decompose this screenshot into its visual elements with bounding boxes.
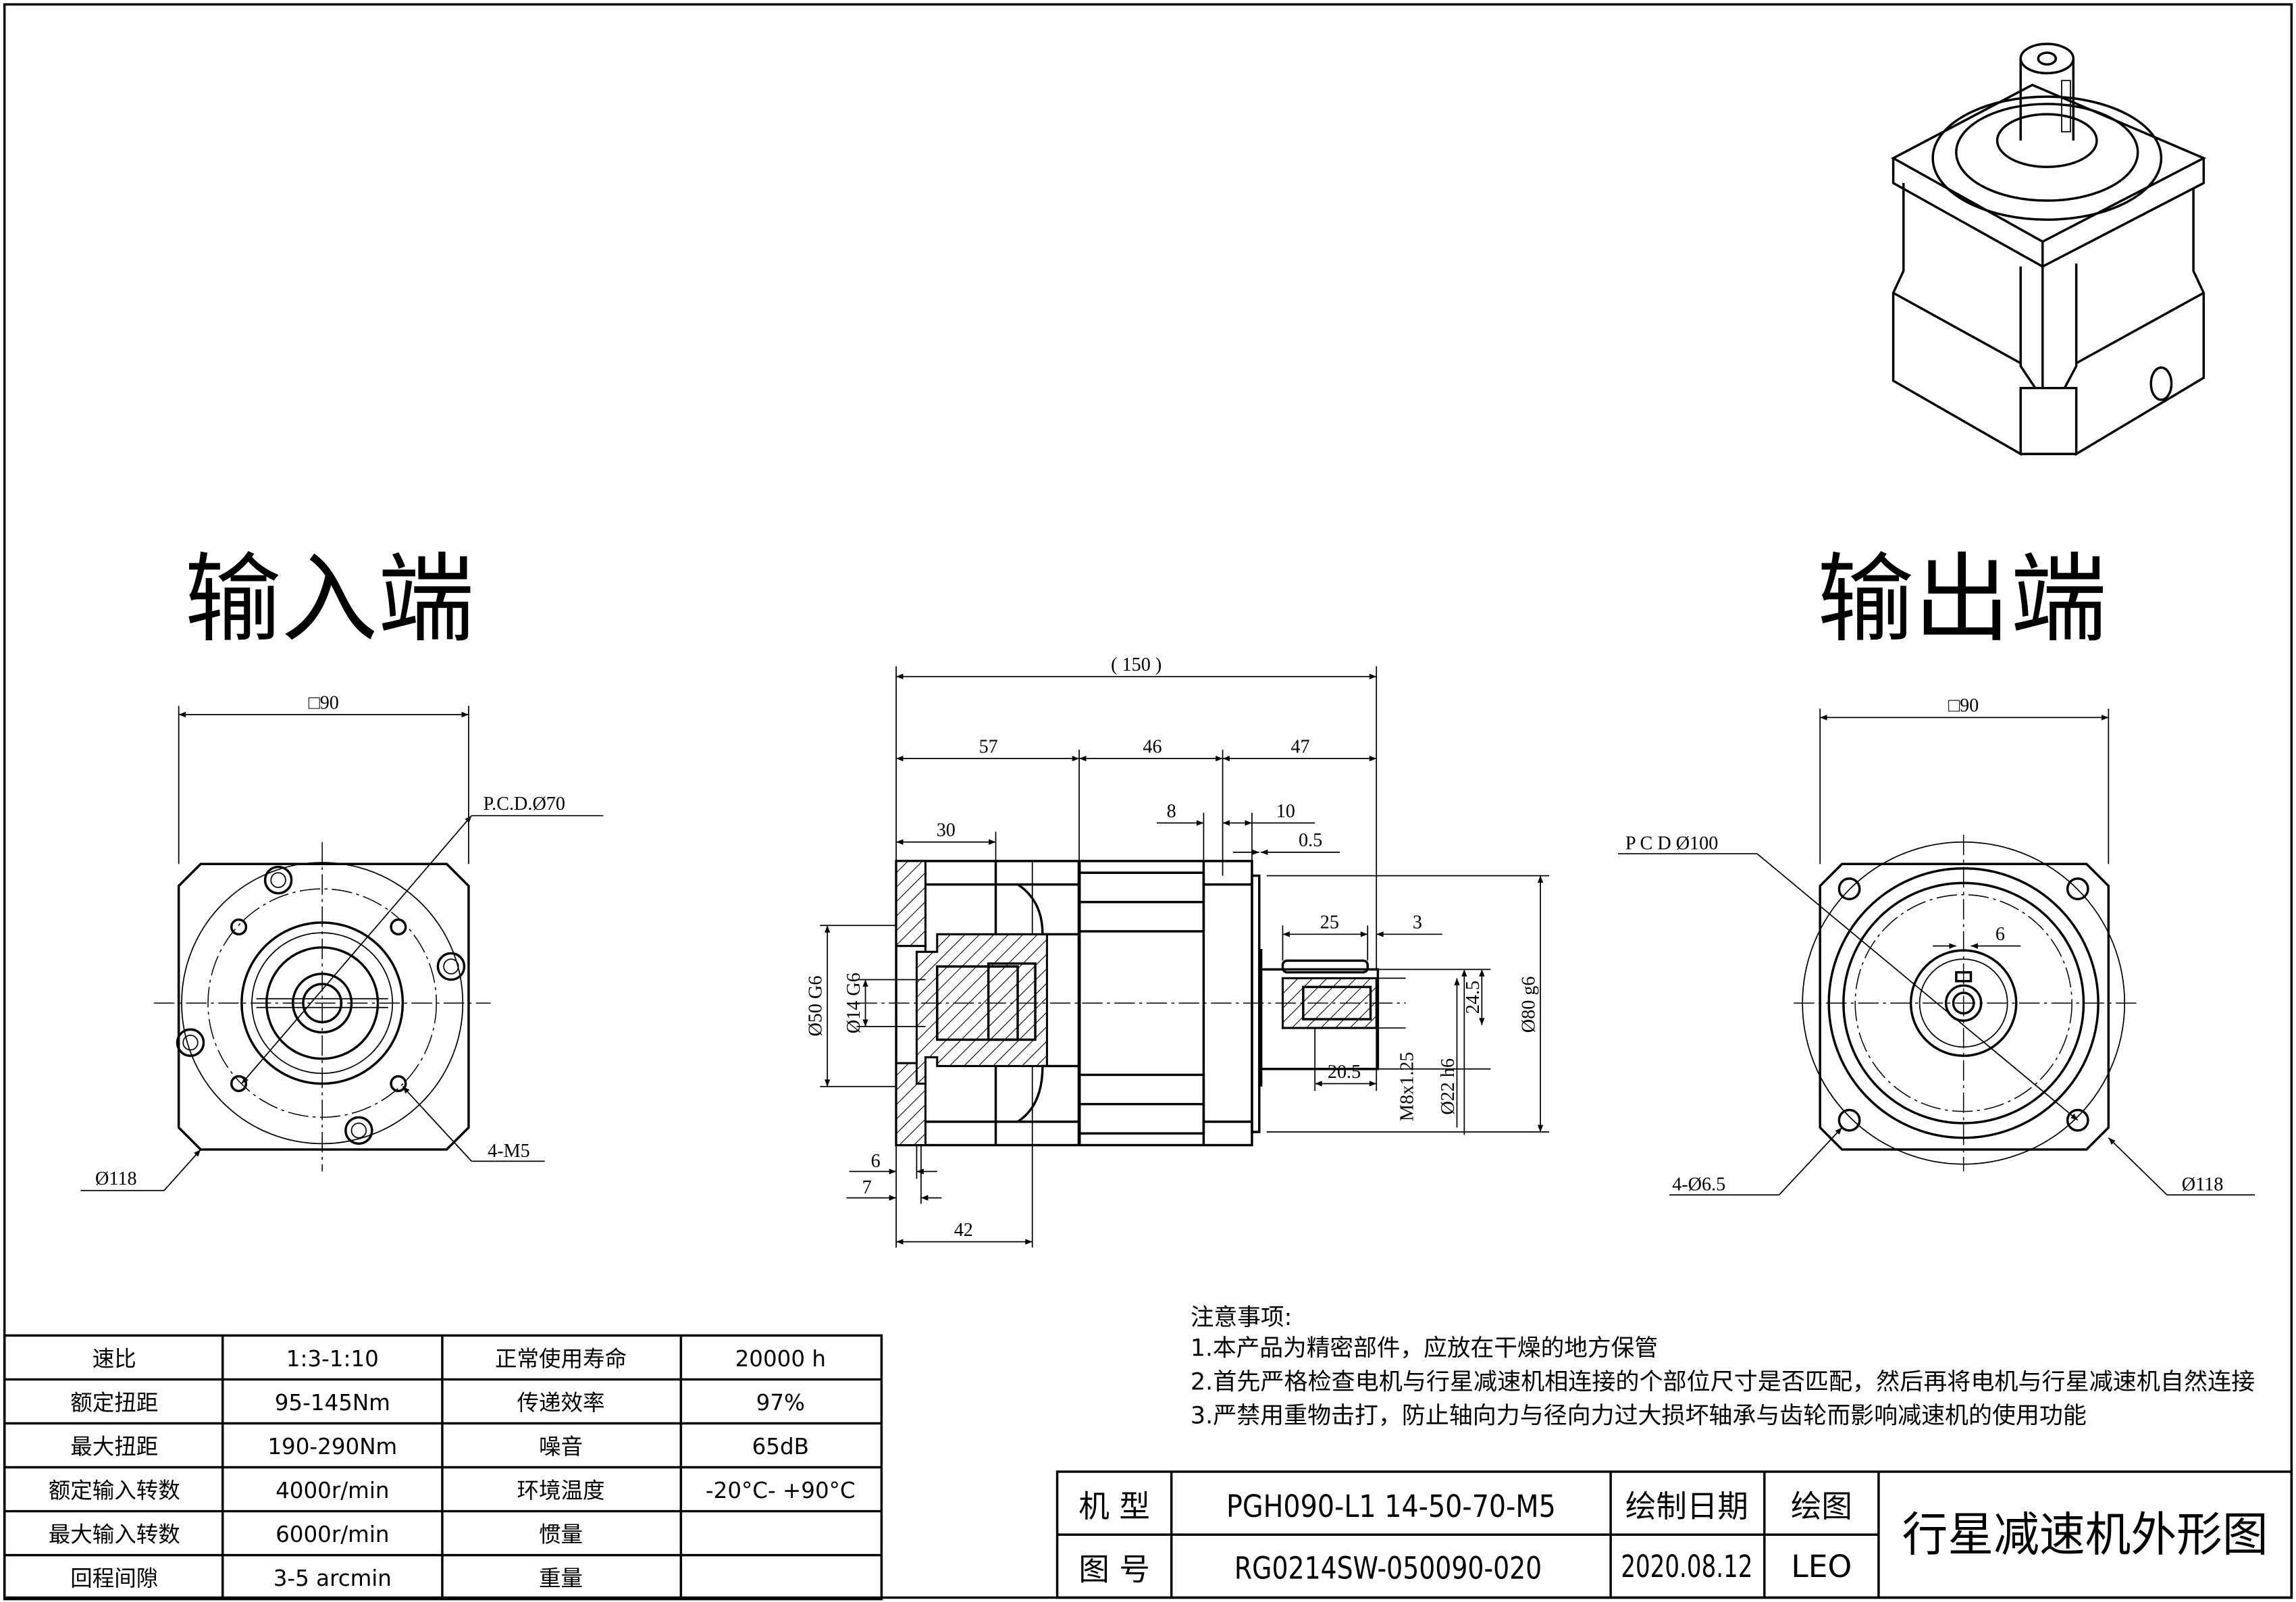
dim-50-g6: Ø50 G6 bbox=[805, 976, 826, 1037]
input-square-dim: □90 bbox=[309, 692, 339, 713]
dim-overall-length: ( 150 ) bbox=[1111, 654, 1162, 675]
input-flange-dim: Ø118 bbox=[95, 1168, 137, 1189]
spec-value: 6000r/min bbox=[276, 1522, 389, 1547]
spec-value: 190-290Nm bbox=[267, 1434, 397, 1459]
side-section-view bbox=[856, 860, 1406, 1147]
dim-14-g6: Ø14 G6 bbox=[843, 973, 864, 1033]
dim-8: 8 bbox=[1167, 801, 1176, 822]
side-view-dimensions: ( 150 ) 57 46 47 30 8 10 0.5 25 3 20.5 bbox=[805, 654, 1550, 1248]
dim-10: 10 bbox=[1276, 801, 1295, 822]
spec-label: 惯量 bbox=[539, 1522, 583, 1547]
spec-value: 1:3-1:10 bbox=[286, 1346, 379, 1372]
spec-row: 额定扭距 95-145Nm 传递效率 97% bbox=[70, 1390, 805, 1416]
spec-label: 最大输入转数 bbox=[49, 1522, 180, 1547]
output-end-title: 输出端 bbox=[1817, 543, 2107, 656]
output-pcd-dim: P C D Ø100 bbox=[1625, 833, 1719, 854]
output-key-dim: 6 bbox=[1995, 924, 2005, 945]
spec-label: 额定输入转数 bbox=[49, 1478, 180, 1503]
dim-57: 57 bbox=[979, 736, 998, 757]
input-pcd-dim: P.C.D.Ø70 bbox=[484, 794, 565, 815]
output-holes-dim: 4-Ø6.5 bbox=[1672, 1174, 1725, 1195]
note-item: 2.首先严格检查电机与行星减速机相连接的个部位尺寸是否匹配，然后再将电机与行星减… bbox=[1191, 1369, 2255, 1396]
spec-label: 传递效率 bbox=[517, 1390, 605, 1416]
spec-label: 额定扭距 bbox=[70, 1390, 158, 1416]
spec-row: 额定输入转数 4000r/min 环境温度 -20°C- +90°C bbox=[49, 1478, 856, 1503]
spec-value: -20°C- +90°C bbox=[706, 1478, 856, 1503]
date-label: 绘制日期 bbox=[1625, 1489, 1748, 1524]
isometric-gearbox-illustration bbox=[1890, 43, 2207, 457]
spec-row: 最大输入转数 6000r/min 惯量 bbox=[49, 1522, 583, 1547]
dim-6: 6 bbox=[871, 1151, 881, 1172]
drawing-no-value: RG0214SW-050090-020 bbox=[1234, 1550, 1542, 1586]
note-item: 1.本产品为精密部件，应放在干燥的地方保管 bbox=[1191, 1335, 1658, 1362]
spec-table: 速比 1:3-1:10 正常使用寿命 20000 h 额定扭距 95-145Nm… bbox=[3, 1334, 883, 1601]
date-value: 2020.08.12 bbox=[1621, 1549, 1752, 1584]
input-end-view: □90 P.C.D.Ø70 Ø118 4-M5 bbox=[80, 692, 604, 1191]
input-holes-dim: 4-M5 bbox=[488, 1141, 530, 1162]
drawer-label: 绘图 bbox=[1791, 1489, 1852, 1524]
input-end-title: 输入端 bbox=[184, 543, 474, 656]
dim-25: 25 bbox=[1320, 912, 1339, 933]
spec-row: 回程间隙 3-5 arcmin 重量 bbox=[70, 1566, 583, 1591]
dim-46: 46 bbox=[1143, 736, 1162, 757]
dim-47: 47 bbox=[1290, 736, 1309, 757]
drawing-no-label: 图 号 bbox=[1078, 1551, 1150, 1587]
dim-m8-thread: M8x1.25 bbox=[1397, 1052, 1417, 1122]
output-square-dim: □90 bbox=[1948, 696, 1979, 717]
spec-label: 噪音 bbox=[539, 1434, 583, 1459]
output-end-view: □90 P C D Ø100 6 4-Ø6.5 Ø118 bbox=[1617, 696, 2255, 1196]
dim-24-5: 24.5 bbox=[1463, 981, 1484, 1014]
dim-0-5: 0.5 bbox=[1299, 830, 1322, 851]
dim-42: 42 bbox=[954, 1220, 973, 1241]
dim-80-g6: Ø80 g6 bbox=[1518, 977, 1539, 1033]
note-item: 3.严禁用重物击打，防止轴向力与径向力过大损坏轴承与齿轮而影响减速机的使用功能 bbox=[1191, 1402, 2087, 1429]
spec-value: 65dB bbox=[752, 1434, 809, 1459]
notes-heading: 注意事项: bbox=[1191, 1304, 1292, 1331]
dim-30: 30 bbox=[937, 820, 956, 841]
dim-22-h6: Ø22 h6 bbox=[1438, 1058, 1459, 1115]
spec-value: 3-5 arcmin bbox=[273, 1566, 392, 1591]
output-flange-dim: Ø118 bbox=[2182, 1174, 2224, 1195]
drawer-value: LEO bbox=[1791, 1549, 1852, 1584]
dim-3: 3 bbox=[1413, 912, 1422, 933]
spec-row: 最大扭距 190-290Nm 噪音 65dB bbox=[70, 1434, 809, 1459]
mounting-hole-icons bbox=[1837, 877, 2089, 1132]
spec-label: 速比 bbox=[93, 1346, 136, 1372]
spec-value: 20000 h bbox=[735, 1346, 826, 1372]
spec-label: 正常使用寿命 bbox=[495, 1346, 627, 1372]
dim-7: 7 bbox=[862, 1177, 872, 1198]
spec-label: 最大扭距 bbox=[70, 1434, 158, 1459]
model-label: 机 型 bbox=[1078, 1489, 1150, 1524]
spec-row: 速比 1:3-1:10 正常使用寿命 20000 h bbox=[93, 1346, 826, 1372]
drawing-title: 行星减速机外形图 bbox=[1902, 1508, 2268, 1562]
spec-value: 97% bbox=[756, 1390, 805, 1416]
spec-label: 重量 bbox=[539, 1566, 583, 1591]
spec-value: 4000r/min bbox=[276, 1478, 389, 1503]
model-value: PGH090-L1 14-50-70-M5 bbox=[1226, 1489, 1556, 1524]
spec-value: 95-145Nm bbox=[275, 1390, 390, 1416]
title-block: 机 型 PGH090-L1 14-50-70-M5 绘制日期 绘图 图 号 RG… bbox=[1055, 1470, 2293, 1599]
spec-label: 回程间隙 bbox=[70, 1566, 158, 1591]
dim-20-5: 20.5 bbox=[1328, 1062, 1361, 1083]
spec-label: 环境温度 bbox=[517, 1478, 605, 1503]
notes: 注意事项: 1.本产品为精密部件，应放在干燥的地方保管 2.首先严格检查电机与行… bbox=[1191, 1304, 2255, 1429]
